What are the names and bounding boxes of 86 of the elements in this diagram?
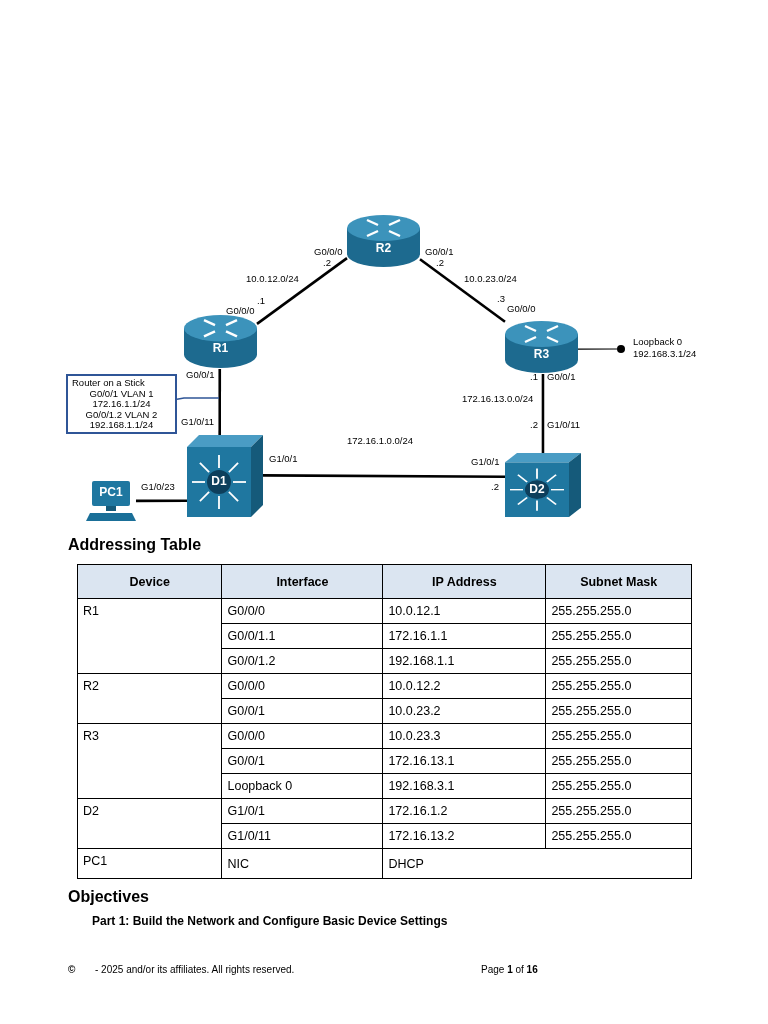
device-label: D1 — [210, 474, 228, 488]
table-header-cell: Interface — [222, 564, 383, 599]
table-header-cell: Subnet Mask — [545, 564, 692, 599]
network-link — [577, 348, 618, 350]
table-cell: G0/0/1 — [222, 748, 383, 774]
leader-line — [176, 397, 220, 400]
address-suffix: .2 — [323, 257, 331, 268]
section-heading: Addressing Table — [68, 536, 202, 554]
table-cell: 255.255.255.0 — [545, 698, 692, 724]
table-cell: R2 — [77, 673, 222, 724]
table-cell: 255.255.255.0 — [545, 748, 692, 774]
address-suffix: .2 — [491, 481, 499, 492]
interface-label: G1/0/11 — [181, 416, 215, 427]
network-link — [256, 257, 348, 325]
network-label: 10.0.12.0/24 — [246, 273, 299, 284]
interface-label: G1/0/11 — [547, 419, 581, 430]
table-cell: G1/0/11 — [222, 823, 383, 849]
part-heading: Part 1: Build the Network and Configure Basic Device Settings — [92, 914, 448, 928]
table-cell: DHCP — [382, 848, 692, 879]
interface-label: G0/0/1 — [425, 246, 454, 257]
table-cell: 255.255.255.0 — [545, 673, 692, 699]
network-link — [263, 474, 505, 479]
address-suffix: .1 — [257, 295, 265, 306]
table-cell: 172.16.1.2 — [382, 798, 546, 824]
table-cell: 255.255.255.0 — [545, 598, 692, 624]
table-cell: 255.255.255.0 — [545, 823, 692, 849]
network-link — [136, 499, 187, 503]
network-link — [419, 258, 506, 323]
callout-box — [66, 374, 177, 434]
network-label: 10.0.23.0/24 — [464, 273, 517, 284]
device-label: R3 — [532, 347, 551, 361]
table-cell: R3 — [77, 723, 222, 799]
table-cell: 192.168.1.1 — [382, 648, 546, 674]
address-suffix: .3 — [497, 293, 505, 304]
network-link — [541, 374, 545, 453]
callout-text: 172.16.1.1/24 — [91, 399, 152, 410]
table-cell: 255.255.255.0 — [545, 648, 692, 674]
table-cell: D2 — [77, 798, 222, 849]
network-label: 172.16.13.0.0/24 — [462, 393, 534, 404]
callout-text: G0/0/1.2 VLAN 2 — [84, 409, 159, 420]
table-header-cell: Device — [77, 564, 222, 599]
copyright-symbol: © — [68, 964, 76, 975]
table-cell: 255.255.255.0 — [545, 623, 692, 649]
table-cell: 10.0.12.1 — [382, 598, 546, 624]
device-label: R1 — [211, 341, 230, 355]
table-cell: 172.16.13.1 — [382, 748, 546, 774]
table-cell: G0/0/1 — [222, 698, 383, 724]
network-link — [218, 369, 222, 435]
table-cell: 172.16.13.2 — [382, 823, 546, 849]
table-cell: NIC — [222, 848, 383, 879]
interface-label: G0/0/1 — [186, 369, 215, 380]
network-label: 172.16.1.0.0/24 — [347, 435, 414, 446]
address-suffix: .1 — [530, 371, 538, 382]
table-cell: 10.0.23.3 — [382, 723, 546, 749]
section-heading: Objectives — [68, 888, 149, 906]
table-cell: 192.168.3.1 — [382, 773, 546, 799]
interface-label: G0/0/1 — [547, 371, 576, 382]
table-cell: G1/0/1 — [222, 798, 383, 824]
copyright-notice: - 2025 and/or its affiliates. All rights reserved. — [95, 964, 295, 975]
page-number: Page 1 of 16 — [481, 964, 538, 975]
table-cell: PC1 — [77, 848, 222, 879]
callout-text: 192.168.1.1/24 — [88, 420, 155, 431]
table-cell: G0/0/0 — [222, 723, 383, 749]
table-cell: G0/0/0 — [222, 598, 383, 624]
table-cell: G0/0/1.2 — [222, 648, 383, 674]
device-label: R2 — [374, 241, 393, 255]
table-cell: 172.16.1.1 — [382, 623, 546, 649]
device-label: PC1 — [98, 485, 124, 499]
table-cell: 10.0.23.2 — [382, 698, 546, 724]
table-cell: G0/0/0 — [222, 673, 383, 699]
table-cell: 255.255.255.0 — [545, 798, 692, 824]
device-label: D2 — [528, 481, 546, 496]
table-cell: Loopback 0 — [222, 773, 383, 799]
interface-note: 192.168.3.1/24 — [633, 348, 697, 359]
address-suffix: .2 — [436, 257, 444, 268]
table-cell: G0/0/1.1 — [222, 623, 383, 649]
table-cell: 255.255.255.0 — [545, 723, 692, 749]
interface-label: G1/0/23 — [141, 481, 175, 492]
table-cell: R1 — [77, 598, 222, 674]
table-cell: 10.0.12.2 — [382, 673, 546, 699]
callout-text: Router on a Stick — [72, 378, 146, 389]
callout-text: G0/0/1 VLAN 1 — [88, 388, 155, 399]
table-header-cell: IP Address — [382, 564, 546, 599]
address-suffix: .2 — [530, 419, 538, 430]
interface-note: Loopback 0 — [633, 336, 683, 347]
table-cell: 255.255.255.0 — [545, 773, 692, 799]
